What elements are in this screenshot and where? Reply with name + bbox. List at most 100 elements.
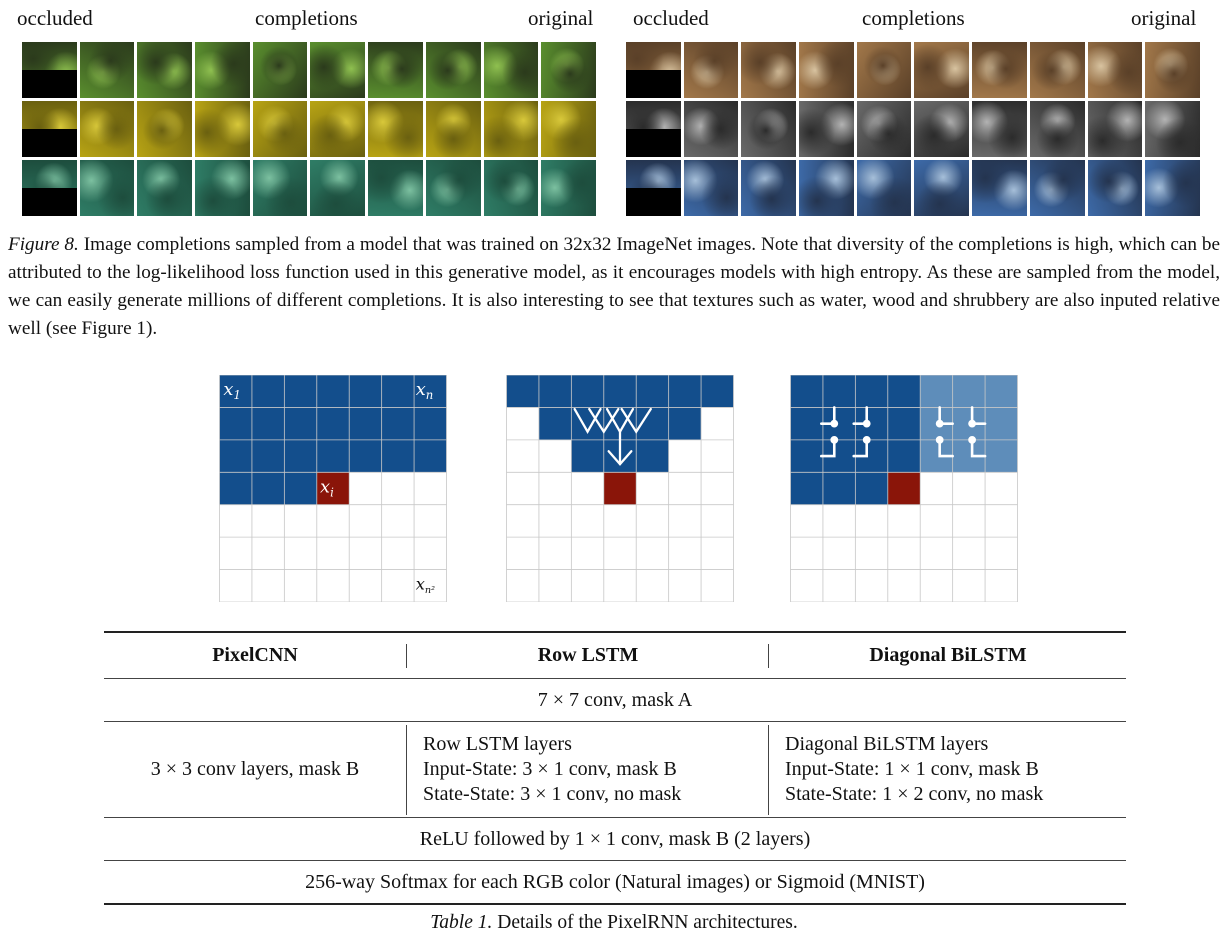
dependency-arrows <box>573 407 652 466</box>
completion-thumbnail <box>799 42 854 98</box>
diagonal-bilstm-layers-title: Diagonal BiLSTM layers <box>785 733 989 755</box>
original-thumbnail <box>1145 160 1200 216</box>
left-original-label: original <box>528 6 594 30</box>
arrow <box>573 407 602 435</box>
occlusion-mask <box>22 188 77 216</box>
completion-thumbnail <box>195 160 250 216</box>
diagonal-bilstm-layers: Diagonal BiLSTM layers Input-State: 1 × … <box>768 724 1126 815</box>
table-row-relu: ReLU followed by 1 × 1 conv, mask B (2 l… <box>104 818 1126 860</box>
grid-lines <box>219 375 447 602</box>
row-lstm-mask-diagram <box>506 375 734 602</box>
row-lstm-layers: Row LSTM layers Input-State: 3 × 1 conv,… <box>406 724 768 815</box>
row-lstm-layers-title: Row LSTM layers <box>423 733 572 755</box>
occlusion-mask <box>626 70 681 98</box>
connection-dot <box>968 435 976 444</box>
completion-thumbnail <box>252 101 308 157</box>
completion-thumbnail <box>741 101 797 157</box>
current-pixel <box>316 472 350 505</box>
completion-thumbnail <box>914 160 970 216</box>
diagonal-bilstm-input-state: Input-State: 1 × 1 conv, mask B <box>785 758 1039 780</box>
completion-thumbnail <box>425 160 481 216</box>
header-diagonal-bilstm: Diagonal BiLSTM <box>869 644 1027 666</box>
completion-thumbnail <box>1029 101 1085 157</box>
diagonal-connections <box>820 406 987 458</box>
completion-thumbnail <box>195 42 250 98</box>
completion-thumbnail <box>972 101 1027 157</box>
header-pixelcnn: PixelCNN <box>212 644 298 666</box>
occlusion-mask <box>626 129 681 157</box>
label-x1: x1 <box>223 379 240 402</box>
completion-thumbnail <box>252 160 308 216</box>
header-row-lstm-cell: Row LSTM <box>406 643 768 668</box>
completion-thumbnail <box>799 160 854 216</box>
table-1-caption-text: Details of the PixelRNN architectures. <box>497 912 798 933</box>
connection-dot <box>935 419 944 428</box>
table-top-rule <box>104 631 1126 633</box>
completion-thumbnail <box>1087 101 1143 157</box>
table-1-label: Table 1. <box>430 912 493 933</box>
completion-thumbnail <box>79 42 135 98</box>
right-original-label: original <box>1131 6 1197 30</box>
original-thumbnail <box>541 101 596 157</box>
arrow <box>588 407 620 434</box>
original-thumbnail <box>541 160 596 216</box>
connection <box>852 438 869 458</box>
table-rule <box>104 817 1126 818</box>
completion-thumbnail <box>483 101 539 157</box>
occluded-thumbnail <box>22 160 77 216</box>
connection <box>820 438 836 458</box>
original-thumbnail <box>1145 42 1200 98</box>
connection-dot <box>968 419 976 428</box>
context-region <box>506 375 734 408</box>
header-row-lstm: Row LSTM <box>537 644 639 666</box>
architecture-table: PixelCNN Row LSTM Diagonal BiLSTM 7 × 7 … <box>104 631 1126 905</box>
original-thumbnail <box>541 42 596 98</box>
completion-thumbnail <box>310 101 366 157</box>
completion-thumbnail <box>368 101 423 157</box>
pixelcnn-mask-diagram: x1 xn xi xn² <box>219 375 447 602</box>
table-rule <box>104 860 1126 861</box>
label-xn: xn <box>416 379 434 402</box>
completion-thumbnail <box>972 160 1027 216</box>
completion-thumbnail <box>914 101 970 157</box>
connection <box>970 438 987 458</box>
right-completion-grid <box>626 42 1200 216</box>
right-occluded-label: occluded <box>633 6 709 30</box>
completion-thumbnail <box>79 101 135 157</box>
completion-thumbnail <box>856 42 912 98</box>
pixelcnn-layers: 3 × 3 conv layers, mask B <box>150 758 360 780</box>
completion-thumbnail <box>683 42 739 98</box>
current-pixel <box>887 472 921 505</box>
completion-thumbnail <box>799 101 854 157</box>
completion-thumbnail <box>310 160 366 216</box>
context-region <box>219 472 317 505</box>
label-xi: xi <box>320 476 334 499</box>
connection <box>938 438 954 458</box>
table-bottom-rule <box>104 903 1126 905</box>
occluded-thumbnail <box>626 160 681 216</box>
occluded-thumbnail <box>22 42 77 98</box>
completion-thumbnail <box>856 160 912 216</box>
completion-thumbnail <box>310 42 366 98</box>
connection-dot <box>935 435 944 444</box>
connection-dot <box>862 419 871 428</box>
right-completions-label: completions <box>862 6 965 30</box>
table-header-row: PixelCNN Row LSTM Diagonal BiLSTM <box>104 633 1126 678</box>
original-thumbnail <box>1145 101 1200 157</box>
completion-thumbnail <box>252 42 308 98</box>
first-layer-text: 7 × 7 conv, mask A <box>537 688 693 711</box>
table-1-caption: Table 1. Details of the PixelRNN archite… <box>0 912 1228 934</box>
completion-thumbnail <box>483 160 539 216</box>
label-xn2: xn² <box>416 575 435 596</box>
left-completion-grid <box>22 42 596 216</box>
completion-thumbnail <box>683 101 739 157</box>
completion-thumbnail <box>1087 160 1143 216</box>
occlusion-mask <box>22 70 77 98</box>
left-occluded-label: occluded <box>17 6 93 30</box>
softmax-text: 256-way Softmax for each RGB color (Natu… <box>305 870 925 893</box>
completion-thumbnail <box>137 42 193 98</box>
connection-dot <box>830 419 839 428</box>
arrow <box>607 450 633 466</box>
header-diagonal-bilstm-cell: Diagonal BiLSTM <box>768 643 1126 668</box>
relu-text: ReLU followed by 1 × 1 conv, mask B (2 l… <box>419 827 811 850</box>
